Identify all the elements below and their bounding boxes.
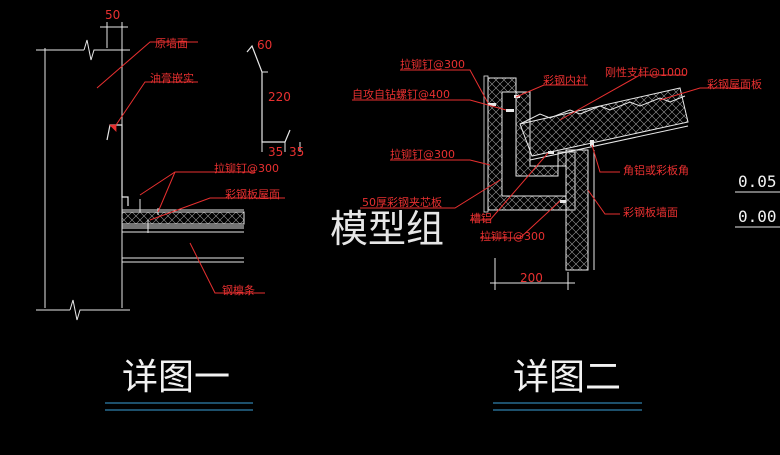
dimension-200 — [490, 258, 575, 290]
label-roof-panel-2: 彩钢屋面板 — [707, 77, 762, 91]
detail-2: 200 拉铆钉@300 自攻自钻螺钉@400 拉铆钉@300 50厚彩钢夹芯板 … — [352, 57, 762, 411]
label-self-tapping-screw: 自攻自钻螺钉@400 — [352, 87, 450, 101]
label-purlin: 钢檩条 — [222, 283, 255, 297]
elevation-marks: 0.05 0.00 — [735, 172, 780, 228]
flashing-profile — [106, 124, 129, 206]
watermark-text: 模型组 — [330, 207, 444, 251]
dim-label-50: 50 — [105, 8, 120, 22]
elevation-0-00: 0.00 — [738, 207, 777, 226]
flashing-dim-220: 220 — [268, 90, 291, 104]
steel-purlin — [121, 227, 244, 263]
label-steel-liner: 彩钢内衬 — [543, 73, 587, 87]
label-sealant: 油膏嵌实 — [150, 71, 194, 85]
flashing-dim-60: 60 — [257, 38, 272, 52]
dim-label-200: 200 — [520, 271, 543, 285]
sloped-roof-panel — [519, 87, 689, 161]
title-detail-1: 详图一 — [122, 357, 230, 398]
label-existing-wall: 原墙面 — [155, 36, 188, 50]
flashing-sketch: 60 220 35 35 — [246, 38, 304, 159]
leaders-detail-1 — [96, 41, 285, 294]
existing-wall — [36, 39, 130, 321]
label-rivet-bottom: 拉铆钉@300 — [480, 229, 545, 243]
label-rivet-mid: 拉铆钉@300 — [390, 147, 455, 161]
flashing-dim-35b: 35 — [289, 145, 304, 159]
detail-1: 50 原墙面 油 — [36, 8, 304, 411]
label-rivet-top: 拉铆钉@300 — [400, 57, 465, 71]
label-sandwich-core: 50厚彩钢夹芯板 — [362, 195, 442, 209]
label-angle-trim: 角铝或彩板角 — [623, 163, 689, 177]
label-wall-panel: 彩钢板墙面 — [623, 205, 678, 219]
label-roof-panel: 彩钢板屋面 — [225, 187, 280, 201]
dimension-50: 50 — [100, 8, 128, 48]
label-rigid-support: 刚性支杆@1000 — [605, 65, 688, 79]
label-rivet: 拉铆钉@300 — [214, 161, 279, 175]
flashing-dim-35a: 35 — [268, 145, 283, 159]
leaders-detail-2 — [352, 69, 748, 239]
label-gutter: 槽铝 — [470, 211, 492, 225]
title-detail-2: 详图二 — [513, 357, 621, 398]
wall-panel — [565, 149, 595, 271]
roof-sandwich-panel — [121, 199, 245, 233]
elevation-0-05: 0.05 — [738, 172, 777, 191]
